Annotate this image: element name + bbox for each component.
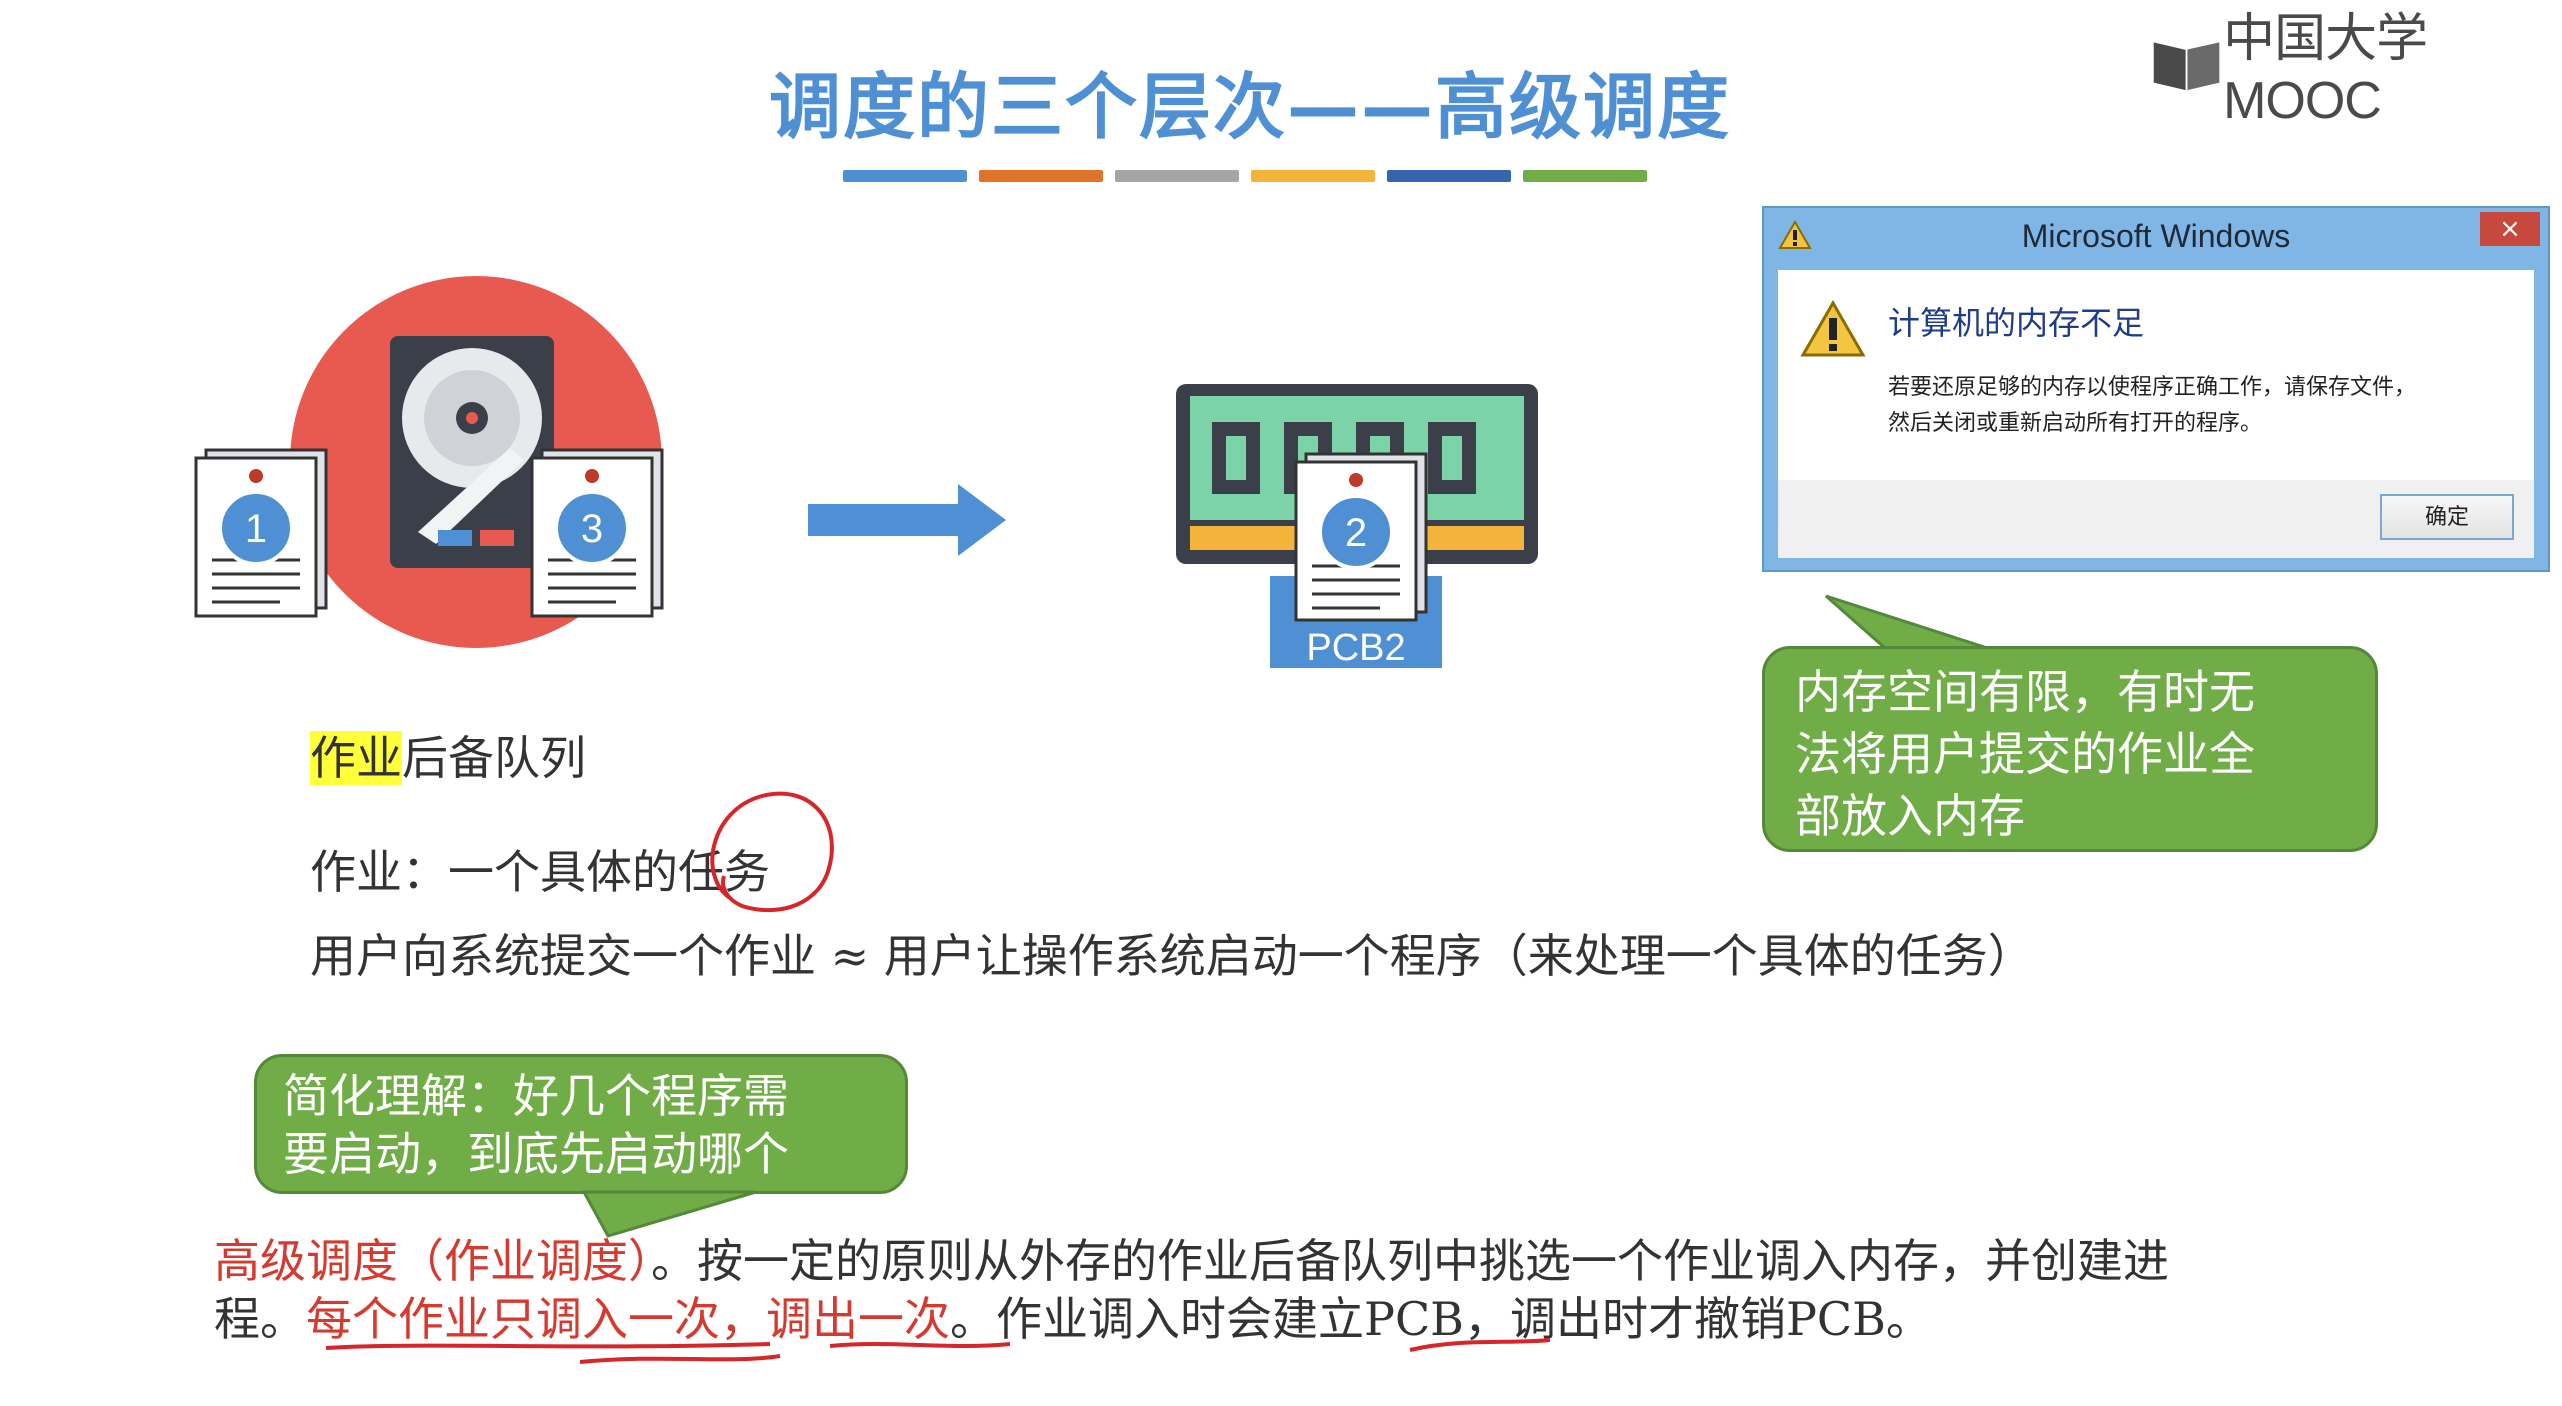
memory-illustration: 2 PCB2: [1176, 384, 1538, 669]
paragraph-line-1: 高级调度（作业调度）。按一定的原则从外存的作业后备队列中挑选一个作业调入内存，并…: [214, 1232, 2444, 1290]
mooc-logo: 中国大学MOOC: [2150, 10, 2562, 130]
dialog-headline: 计算机的内存不足: [1888, 304, 2145, 342]
job-queue-label: 作业后备队列: [310, 722, 586, 788]
memory-limit-callout: 内存空间有限，有时无 法将用户提交的作业全 部放入内存: [1762, 646, 2378, 852]
dialog-message-line: 若要还原足够的内存以使程序正确工作，请保存文件，: [1888, 375, 2417, 400]
callout-line: 要启动，到底先启动哪个: [283, 1127, 789, 1181]
paragraph-text: 。作业调入时会建立PCB，调出时才撤销PCB。: [950, 1292, 1932, 1346]
book-logo-icon: [2153, 40, 2220, 91]
warning-small-icon: [1778, 220, 1812, 249]
close-button[interactable]: ×: [2480, 212, 2540, 246]
equivalence-statement: 用户向系统提交一个作业 ≈ 用户让操作系统启动一个程序（来处理一个具体的任务）: [310, 929, 2034, 983]
color-bar: [1523, 170, 1647, 182]
callout-line: 简化理解：好几个程序需: [283, 1069, 789, 1123]
dialog-footer: 确定: [1778, 480, 2534, 558]
dialog-message: 若要还原足够的内存以使程序正确工作，请保存文件， 然后关闭或重新启动所有打开的程…: [1888, 370, 2416, 442]
job-definition: 作业：一个具体的任务: [310, 836, 770, 902]
job-document-1-icon: [194, 448, 328, 618]
warning-icon: [1800, 300, 1866, 357]
callout-line: 部放入内存: [1795, 789, 2025, 843]
callout-line: 法将用户提交的作业全: [1795, 727, 2255, 781]
document-number-1: 1: [245, 507, 267, 551]
pcb-label: PCB2: [1306, 627, 1405, 669]
paragraph-line-2: 程。每个作业只调入一次，调出一次。作业调入时会建立PCB，调出时才撤销PCB。: [214, 1290, 2444, 1348]
ok-button[interactable]: 确定: [2380, 494, 2514, 540]
handwritten-underline-annotations: [325, 1338, 1551, 1364]
queue-label-rest: 后备队列: [402, 731, 586, 785]
paragraph-text: 程。: [214, 1292, 306, 1346]
callout-line: 内存空间有限，有时无: [1795, 665, 2255, 719]
definition-text: 作业：一个具体的: [310, 845, 678, 899]
simplified-understanding-callout: 简化理解：好几个程序需 要启动，到底先启动哪个: [254, 1054, 908, 1194]
once-out-phrase: 调出一次: [766, 1292, 950, 1346]
dialog-title: Microsoft Windows: [2021, 218, 2291, 254]
document-number-3: 3: [581, 507, 603, 551]
job-document-3-icon: [530, 448, 664, 618]
color-bar: [843, 170, 967, 182]
dialog-title-bar[interactable]: Microsoft Windows ×: [1764, 208, 2548, 270]
bubble-simple-tail: [581, 1190, 757, 1238]
document-number-2: 2: [1345, 511, 1367, 555]
color-bar: [1115, 170, 1239, 182]
color-bar: [1251, 170, 1375, 182]
paragraph-text: 。按一定的原则从外存的作业后备队列中挑选一个作业调入内存，并创建进: [651, 1234, 2169, 1288]
color-bar: [1387, 170, 1511, 182]
job-document-2-icon: [1294, 452, 1428, 622]
scheduling-term: 高级调度（作业调度）: [214, 1234, 651, 1288]
title-color-bars: [843, 170, 1647, 182]
right-arrow-icon: [808, 484, 1006, 556]
dialog-message-line: 然后关闭或重新启动所有打开的程序。: [1888, 411, 2263, 436]
logo-text: 中国大学MOOC: [2223, 9, 2428, 130]
high-level-scheduling-definition: 高级调度（作业调度）。按一定的原则从外存的作业后备队列中挑选一个作业调入内存，并…: [214, 1232, 2444, 1348]
color-bar: [979, 170, 1103, 182]
page-title: 调度的三个层次——高级调度: [768, 65, 1731, 149]
once-in-phrase: 每个作业只调入一次，: [306, 1292, 766, 1346]
memory-warning-dialog: Microsoft Windows × 计算机的内存不足 若要还原足够的内存以使…: [1762, 206, 2550, 572]
highlighted-term: 作业: [310, 731, 402, 785]
dialog-body: 计算机的内存不足 若要还原足够的内存以使程序正确工作，请保存文件， 然后关闭或重…: [1778, 270, 2534, 480]
handwritten-circle-annotation: [710, 791, 834, 913]
job-queue-illustration: 1 3: [194, 276, 664, 648]
